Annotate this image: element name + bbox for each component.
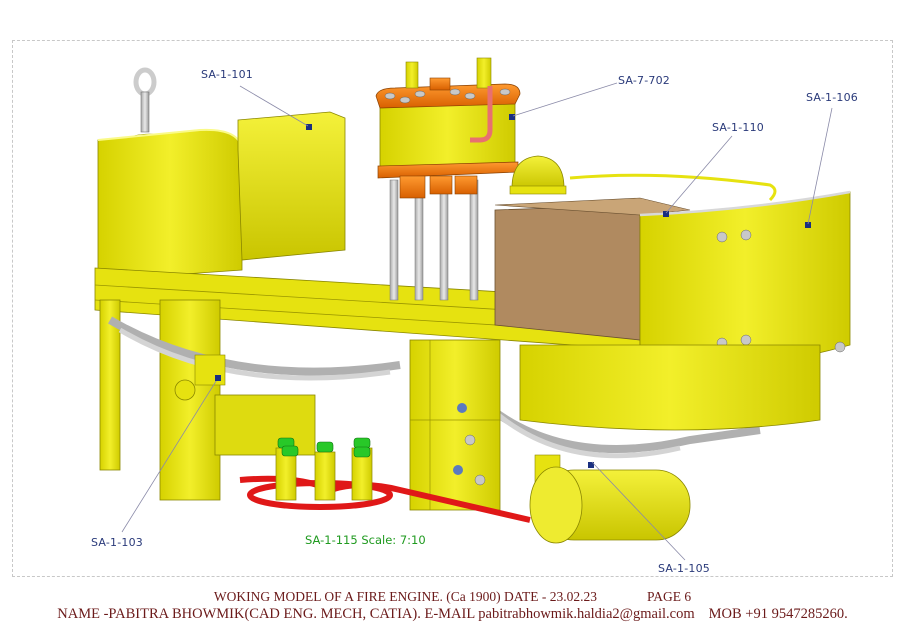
steam-cylinders	[375, 57, 521, 301]
right-leaf-spring	[477, 396, 761, 486]
callout-sa-7-702: SA-7-702	[618, 74, 671, 87]
drawing-border	[12, 40, 893, 577]
footer-author: NAME -PABITRA BHOWMIK(CAD ENG. MECH, CAT…	[57, 606, 695, 622]
left-tank	[97, 111, 346, 281]
footer-title: WOKING MODEL OF A FIRE ENGINE. (Ca 1900)…	[213, 589, 597, 604]
footer-page: PAGE 6	[646, 589, 692, 604]
suction-pipes	[239, 437, 531, 523]
callout-sa-1-105: SA-1-105	[658, 562, 711, 575]
callout-sa-1-110: SA-1-110	[712, 121, 765, 134]
footer-author-line: NAME -PABITRA BHOWMIK(CAD ENG. MECH, CAT…	[0, 606, 905, 623]
callout-sa-1-106: SA-1-106	[806, 91, 859, 104]
callout-sa-1-101: SA-1-101	[201, 68, 254, 81]
left-leaf-spring	[107, 316, 401, 401]
footer-title-line: WOKING MODEL OF A FIRE ENGINE. (Ca 1900)…	[0, 589, 905, 605]
pump-block	[409, 339, 501, 511]
right-bunker	[494, 173, 851, 431]
callout-leaders	[121, 82, 833, 561]
callout-sa-1-103: SA-1-103	[91, 536, 144, 549]
scale-note: SA-1-115 Scale: 7:10	[305, 533, 426, 547]
footer-mobile: MOB +91 9547285260.	[708, 606, 848, 622]
air-vessel	[529, 462, 691, 544]
steam-dome	[509, 155, 567, 195]
main-frame	[94, 267, 641, 501]
